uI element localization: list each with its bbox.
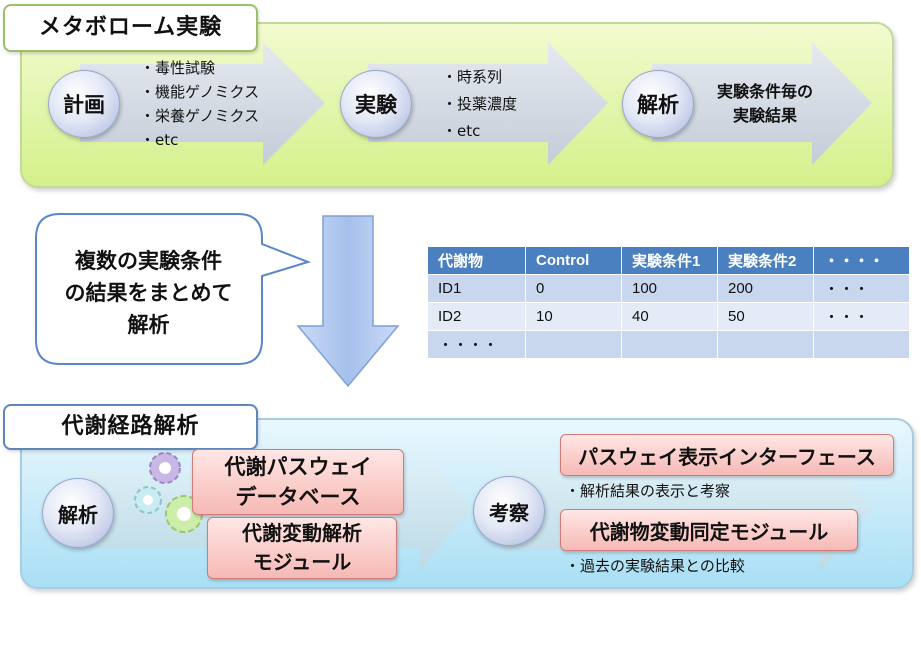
- consider-circle: 考察: [473, 476, 545, 546]
- table-row: ID2 10 40 50 ・・・: [427, 302, 910, 331]
- analysis-circle: 解析: [622, 70, 694, 138]
- pathway-analysis-circle: 解析: [42, 478, 114, 548]
- table-cell: ・・・: [813, 302, 910, 331]
- plan-circle: 計画: [48, 70, 120, 138]
- table-cell: 40: [621, 302, 718, 331]
- plan-bullet: ・栄養ゲノミクス: [140, 107, 260, 125]
- plan-bullet: ・etc: [140, 131, 179, 149]
- table-header-row: 代謝物 Control 実験条件1 実験条件2 ・・・・: [427, 246, 910, 275]
- pathway-database-box: 代謝パスウェイ データベース: [192, 449, 404, 515]
- table-cell: 200: [717, 274, 814, 303]
- table-cell: [717, 330, 814, 359]
- table-header: 実験条件2: [717, 246, 814, 275]
- metabolite-identify-label: 代謝物変動同定モジュール: [589, 519, 829, 544]
- metabolic-change-module-box: 代謝変動解析 モジュール: [207, 517, 397, 579]
- table-header: Control: [525, 246, 622, 275]
- table-cell: ID1: [427, 274, 526, 303]
- consider-label: 考察: [489, 500, 529, 525]
- table-cell: 10: [525, 302, 622, 331]
- metabolic-change-module-line: 代謝変動解析: [242, 521, 362, 545]
- table-cell: 100: [621, 274, 718, 303]
- plan-label: 計画: [63, 93, 105, 117]
- table-row: ・・・・: [427, 330, 910, 359]
- callout-line: 解析: [127, 313, 170, 337]
- analysis-label: 解析: [637, 93, 679, 117]
- pathway-database-line: 代謝パスウェイ: [224, 455, 372, 479]
- pathway-interface-box: パスウェイ表示インターフェース: [560, 434, 894, 476]
- down-arrow: [296, 215, 400, 388]
- table-row: ID1 0 100 200 ・・・: [427, 274, 910, 303]
- experiment-circle: 実験: [340, 70, 412, 138]
- data-table-wrap: 代謝物 Control 実験条件1 実験条件2 ・・・・ ID1 0 100 2…: [427, 246, 910, 359]
- pathway-interface-note: ・解析結果の表示と考察: [565, 482, 731, 500]
- experiment-label: 実験: [355, 93, 397, 117]
- table-cell: 0: [525, 274, 622, 303]
- metabolite-identify-box: 代謝物変動同定モジュール: [560, 509, 858, 551]
- callout-text: 複数の実験条件 の結果をまとめて 解析: [36, 222, 261, 364]
- table-cell: ・・・: [813, 274, 910, 303]
- table-cell: [813, 330, 910, 359]
- callout-line: の結果をまとめて: [64, 281, 233, 305]
- experiment-title: メタボローム実験: [3, 4, 258, 52]
- experiment-bullet: ・投薬濃度: [442, 95, 518, 113]
- metabolite-identify-note: ・過去の実験結果との比較: [565, 557, 745, 575]
- experiment-bullet: ・時系列: [442, 68, 503, 86]
- table-cell: [621, 330, 718, 359]
- analysis-result-text: 実験条件毎の 実験結果: [700, 80, 830, 128]
- metabolic-change-module-line: モジュール: [252, 550, 352, 574]
- analysis-result-line: 実験条件毎の: [716, 82, 813, 101]
- table-cell: ID2: [427, 302, 526, 331]
- plan-bullets: ・毒性試験 ・機能ゲノミクス ・栄養ゲノミクス ・etc: [140, 56, 259, 152]
- analysis-result-line: 実験結果: [732, 106, 797, 125]
- plan-bullet: ・毒性試験: [140, 59, 216, 77]
- data-table: 代謝物 Control 実験条件1 実験条件2 ・・・・ ID1 0 100 2…: [427, 246, 910, 359]
- plan-bullet: ・機能ゲノミクス: [140, 83, 260, 101]
- table-header: ・・・・: [813, 246, 910, 275]
- table-header: 実験条件1: [621, 246, 718, 275]
- pathway-analysis-label: 解析: [58, 502, 98, 527]
- pathway-title: 代謝経路解析: [3, 404, 258, 450]
- table-header: 代謝物: [427, 246, 526, 275]
- table-cell: ・・・・: [427, 330, 526, 359]
- experiment-bullet: ・etc: [442, 122, 481, 140]
- callout-line: 複数の実験条件: [75, 249, 222, 273]
- table-cell: 50: [717, 302, 814, 331]
- table-cell: [525, 330, 622, 359]
- pathway-interface-label: パスウェイ表示インターフェース: [578, 444, 876, 469]
- pathway-database-line: データベース: [235, 485, 361, 509]
- experiment-bullets: ・時系列 ・投薬濃度 ・etc: [442, 64, 517, 145]
